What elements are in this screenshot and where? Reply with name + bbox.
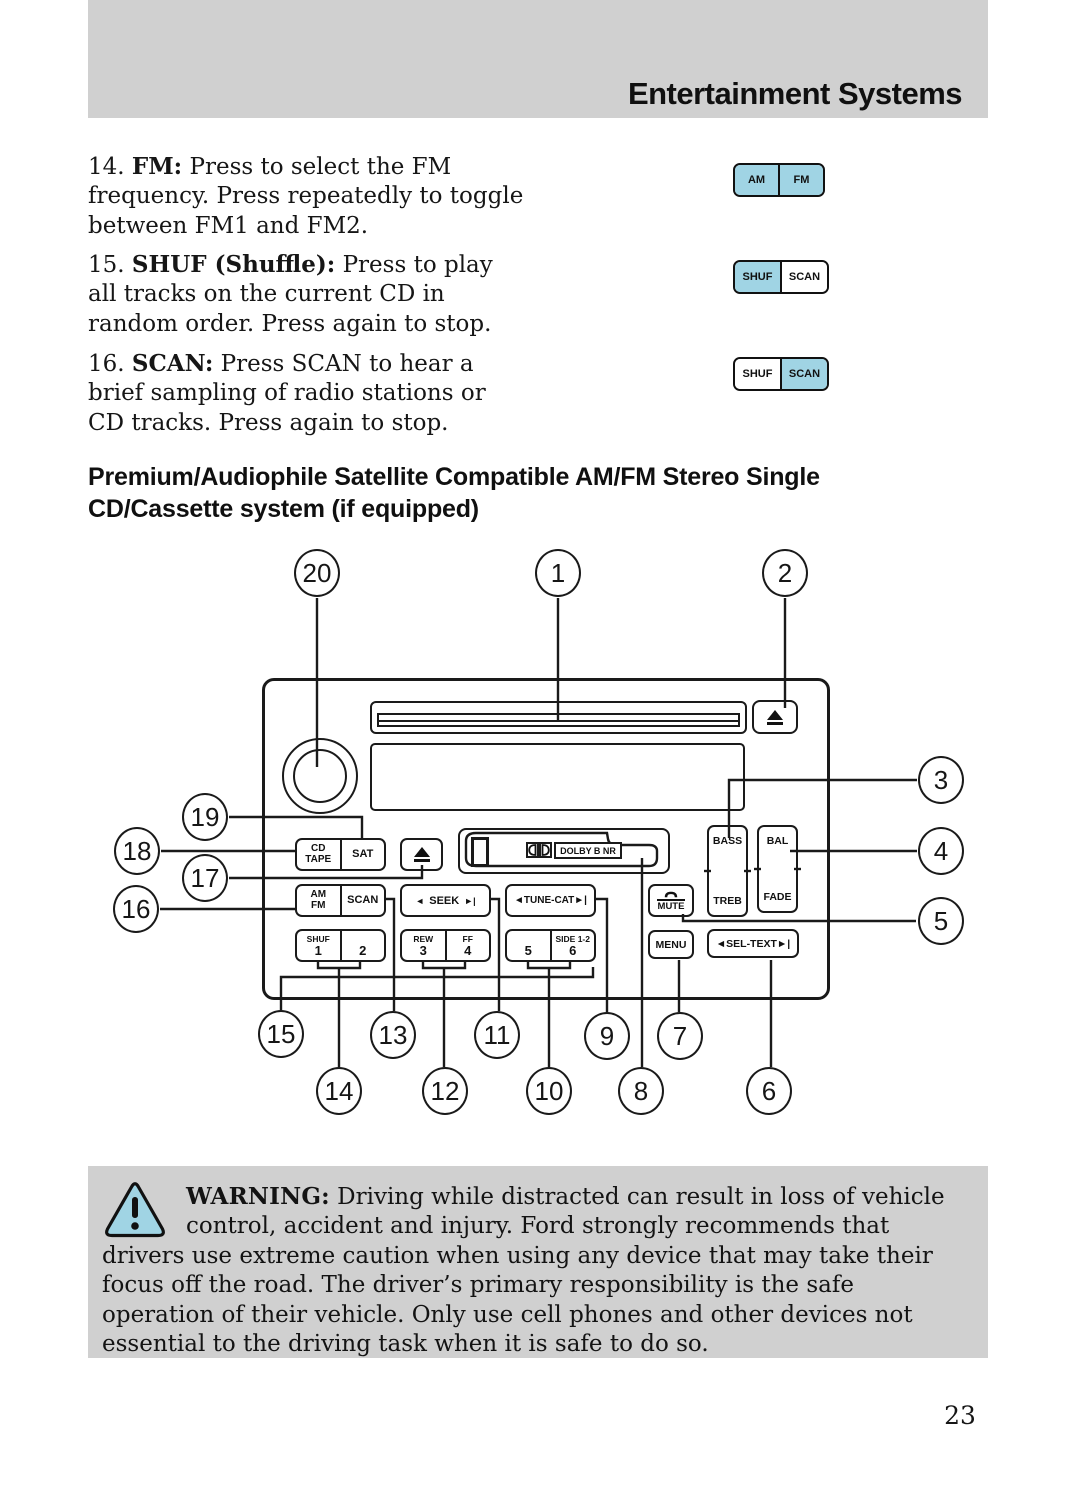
item-text: Press to play all tracks on the current … (88, 252, 493, 337)
item-text: Press SCAN to hear a brief sampling of r… (88, 351, 486, 436)
bal-label: BAL (766, 835, 789, 847)
tape-window (471, 837, 489, 867)
eject-icon (413, 847, 430, 862)
preset-5-button: 5 (524, 943, 532, 958)
item-term: FM: (131, 153, 183, 180)
scan-button-illustration: SCAN (780, 359, 827, 389)
am-fm-scan-button: AM FM SCAN (295, 884, 386, 917)
header-band: Entertainment Systems (88, 0, 988, 118)
am-fm-buttons-illustration: AM FM (733, 163, 825, 197)
item-number: 14. (88, 154, 132, 180)
callout-1: 1 (535, 549, 581, 597)
page-title: Entertainment Systems (627, 76, 963, 111)
fade-label: FADE (763, 891, 792, 903)
callout-14: 14 (316, 1067, 362, 1115)
bass-treb-button: BASS TREB (707, 825, 748, 917)
section-heading: Premium/Audiophile Satellite Compatible … (88, 463, 820, 523)
warning-triangle-icon (105, 1182, 165, 1238)
menu-button: MENU (648, 930, 694, 959)
bal-fade-button: BAL FADE (757, 825, 798, 913)
preset-1-2-buttons: SHUF 1 2 (295, 929, 386, 962)
callout-18: 18 (114, 827, 160, 875)
shuf-scan-buttons-illustration-scan-highlighted: SHUF SCAN (733, 357, 829, 391)
callout-6: 6 (746, 1067, 792, 1115)
preset-5-6-buttons: 5 SIDE 1-2 6 (505, 929, 596, 962)
cd-slot-opening (377, 713, 740, 727)
item-14-fm: 14. FM: Press to select the FM frequency… (88, 152, 526, 241)
shuf-button-illustration: SHUF (735, 262, 780, 292)
tune-cat-button: ◄TUNE-CAT►| (505, 884, 596, 917)
seek-button: ◄ SEEK ►| (400, 884, 491, 917)
item-text: Press to select the FM frequency. Press … (88, 154, 524, 239)
callout-19: 19 (182, 793, 228, 841)
callout-7: 7 (657, 1012, 703, 1060)
warning-box: WARNING: Driving while distracted can re… (88, 1166, 988, 1358)
phone-handset-icon (664, 891, 678, 897)
preset-4-ff-button: FF 4 (444, 931, 490, 960)
warning-label: WARNING: (186, 1183, 330, 1210)
item-term: SCAN: (131, 350, 214, 377)
sat-button: SAT (339, 840, 385, 869)
volume-knob-inner (293, 749, 347, 803)
shuf-button-illustration: SHUF (735, 359, 780, 389)
item-number: 16. (88, 351, 132, 377)
scan-button: SCAN (339, 886, 385, 915)
callout-11: 11 (474, 1011, 520, 1059)
mute-button: MUTE (648, 884, 694, 917)
treb-label: TREB (713, 895, 742, 907)
preset-6-side-button: SIDE 1-2 6 (549, 931, 595, 960)
display-window (370, 743, 745, 811)
dolby-b-nr-label: DOLBY B NR (554, 842, 622, 859)
cd-tape-sat-button: CD TAPE SAT (295, 838, 386, 871)
bass-label: BASS (712, 835, 743, 847)
sel-text-button: ◄SEL-TEXT►| (707, 929, 799, 958)
seek-right-arrow-icon: ►| (464, 895, 476, 906)
callout-13: 13 (370, 1011, 416, 1059)
item-term: SHUF (Shuffle): (131, 251, 336, 278)
callout-10: 10 (526, 1067, 572, 1115)
callout-17: 17 (182, 854, 228, 902)
eject-icon (767, 709, 783, 725)
preset-2-button: 2 (339, 931, 385, 960)
cassette-eject-button (400, 838, 443, 871)
callout-5: 5 (918, 897, 964, 945)
shuf-scan-buttons-illustration-shuf-highlighted: SHUF SCAN (733, 260, 829, 294)
am-fm-button: AM FM (310, 889, 327, 911)
dolby-double-d-icon (539, 842, 552, 858)
item-number: 15. (88, 252, 132, 278)
preset-3-rew-button: REW 3 (413, 934, 434, 958)
scan-button-illustration: SCAN (780, 262, 827, 292)
dolby-double-d-icon (526, 842, 539, 858)
callout-9: 9 (584, 1012, 630, 1060)
callout-20: 20 (294, 549, 340, 597)
callout-12: 12 (422, 1067, 468, 1115)
item-16-scan: 16. SCAN: Press SCAN to hear a brief sam… (88, 349, 526, 438)
preset-3-4-buttons: REW 3 FF 4 (400, 929, 491, 962)
seek-left-arrow-icon: ◄ (415, 895, 425, 906)
cd-tape-button: CD TAPE (305, 843, 332, 865)
cd-eject-button (752, 700, 798, 734)
callout-15: 15 (258, 1010, 304, 1058)
page-number: 23 (944, 1401, 976, 1430)
callout-2: 2 (762, 549, 808, 597)
callout-16: 16 (113, 885, 159, 933)
item-15-shuf: 15. SHUF (Shuffle): Press to play all tr… (88, 250, 526, 339)
callout-4: 4 (918, 827, 964, 875)
warning-text: WARNING: Driving while distracted can re… (102, 1183, 945, 1358)
callout-8: 8 (618, 1067, 664, 1115)
callout-3: 3 (918, 756, 964, 804)
preset-1-shuf-button: SHUF 1 (306, 934, 330, 958)
am-button-illustration: AM (735, 165, 778, 195)
fm-button-illustration: FM (778, 165, 823, 195)
